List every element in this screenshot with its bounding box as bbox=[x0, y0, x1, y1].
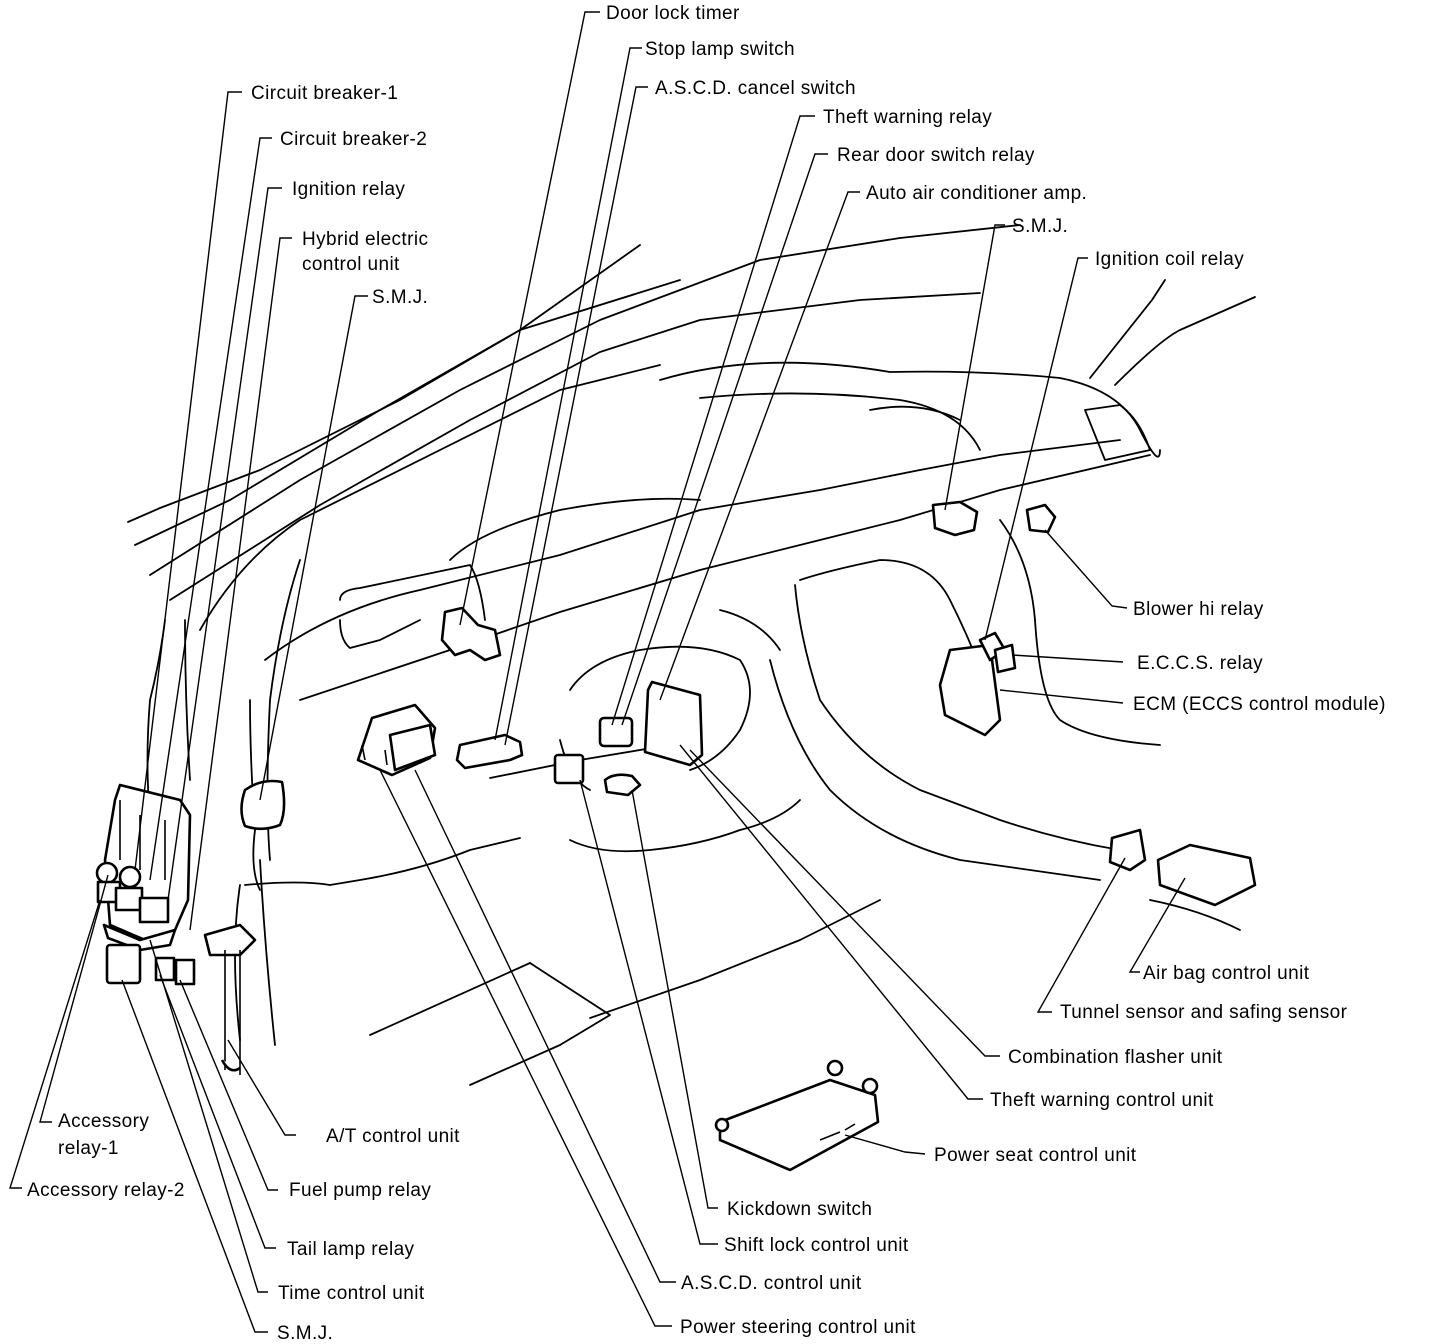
leader-lines bbox=[9, 11, 1186, 1333]
ecm-part bbox=[938, 631, 1017, 737]
label-fuel-pump-relay: Fuel pump relay bbox=[289, 1180, 431, 1201]
label-smj-bottom: S.M.J. bbox=[277, 1323, 333, 1344]
label-eccs-relay: E.C.C.S. relay bbox=[1137, 653, 1263, 674]
blower-hi-relay-part bbox=[1025, 503, 1057, 534]
label-accessory-relay-1: Accessory bbox=[58, 1111, 149, 1132]
label-ascd-cancel-switch: A.S.C.D. cancel switch bbox=[655, 78, 856, 99]
label-ascd-control-unit: A.S.C.D. control unit bbox=[681, 1273, 862, 1294]
label-tail-lamp-relay: Tail lamp relay bbox=[287, 1239, 415, 1260]
door-lock-timer-part bbox=[440, 606, 502, 662]
label-shift-lock-control-unit: Shift lock control unit bbox=[724, 1235, 909, 1256]
label-time-control-unit: Time control unit bbox=[278, 1283, 425, 1304]
label-power-steering-control-unit: Power steering control unit bbox=[680, 1317, 916, 1338]
label-hybrid-electric-control-unit-line2: control unit bbox=[302, 254, 400, 275]
label-combination-flasher-unit: Combination flasher unit bbox=[1008, 1047, 1223, 1068]
air-bag-control-unit-part bbox=[1156, 843, 1257, 907]
label-blower-hi-relay: Blower hi relay bbox=[1133, 599, 1264, 620]
label-power-seat-control-unit: Power seat control unit bbox=[934, 1145, 1137, 1166]
smj-right-connector bbox=[931, 500, 979, 537]
auto-ac-amp-part bbox=[643, 680, 704, 767]
label-auto-air-conditioner-amp: Auto air conditioner amp. bbox=[866, 183, 1087, 204]
label-accessory-relay-1-line2: relay-1 bbox=[58, 1138, 119, 1159]
label-circuit-breaker-2: Circuit breaker-2 bbox=[280, 129, 427, 150]
label-hybrid-electric-control-unit: Hybrid electric bbox=[302, 229, 428, 250]
kickdown-switch-part bbox=[603, 773, 642, 797]
labels: Door lock timer Stop lamp switch A.S.C.D… bbox=[27, 3, 1386, 1344]
label-ignition-relay: Ignition relay bbox=[292, 179, 405, 200]
ascd-control-unit-part bbox=[356, 703, 437, 777]
label-tunnel-sensor: Tunnel sensor and safing sensor bbox=[1060, 1002, 1348, 1023]
label-accessory-relay-2: Accessory relay-2 bbox=[27, 1180, 185, 1201]
label-smj-right: S.M.J. bbox=[1012, 216, 1068, 237]
label-rear-door-switch-relay: Rear door switch relay bbox=[837, 145, 1035, 166]
label-door-lock-timer: Door lock timer bbox=[606, 3, 740, 24]
tunnel-sensor-part bbox=[1108, 828, 1147, 872]
at-control-unit-part bbox=[203, 923, 257, 1075]
label-ecm: ECM (ECCS control module) bbox=[1133, 694, 1386, 715]
label-air-bag-control-unit: Air bag control unit bbox=[1143, 963, 1310, 984]
label-at-control-unit: A/T control unit bbox=[326, 1126, 460, 1147]
stop-lamp-switch-part bbox=[455, 733, 524, 770]
label-kickdown-switch: Kickdown switch bbox=[727, 1199, 872, 1220]
relay-block-left bbox=[95, 783, 196, 986]
label-theft-warning-control-unit: Theft warning control unit bbox=[990, 1090, 1214, 1111]
power-seat-control-unit-part bbox=[714, 1059, 880, 1172]
label-ignition-coil-relay: Ignition coil relay bbox=[1095, 249, 1244, 270]
vehicle-body-outline bbox=[127, 224, 1256, 1086]
label-stop-lamp-switch: Stop lamp switch bbox=[645, 39, 795, 60]
components bbox=[95, 500, 1257, 1172]
label-theft-warning-relay: Theft warning relay bbox=[823, 107, 992, 128]
shift-lock-part bbox=[553, 753, 585, 785]
label-circuit-breaker-1: Circuit breaker-1 bbox=[251, 83, 398, 104]
label-smj-left-top: S.M.J. bbox=[372, 287, 428, 308]
theft-warning-relay-part bbox=[598, 716, 634, 748]
smj-left-connector bbox=[240, 779, 286, 831]
